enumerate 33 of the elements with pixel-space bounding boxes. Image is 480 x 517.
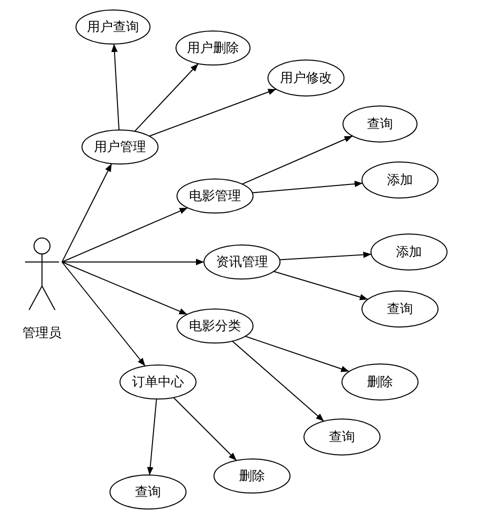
- use-case-ellipse: 查询: [303, 418, 381, 456]
- use-case-ellipse: 添加: [361, 161, 439, 199]
- arrow: [279, 252, 372, 260]
- arrow: [62, 207, 188, 262]
- use-case-ellipse: 查询: [109, 474, 187, 510]
- actor-label: 管理员: [22, 325, 62, 342]
- use-case-ellipse: 用户删除: [175, 30, 251, 66]
- arrow: [173, 397, 237, 461]
- use-case-ellipse: 用户管理: [81, 129, 159, 165]
- arrow: [147, 398, 157, 476]
- arrow: [273, 270, 368, 300]
- arrow: [111, 44, 120, 130]
- use-case-ellipse: 删除: [213, 458, 291, 494]
- arrow: [62, 262, 188, 315]
- use-case-ellipse: 用户修改: [267, 59, 345, 97]
- arrow: [62, 262, 146, 366]
- arrow: [134, 63, 199, 132]
- arrow: [62, 163, 112, 262]
- arrow: [252, 180, 364, 194]
- use-case-ellipse: 删除: [341, 363, 419, 401]
- arrow: [62, 258, 204, 266]
- use-case-ellipse: 订单中心: [119, 364, 197, 400]
- use-case-ellipse: 电影分类: [176, 308, 254, 344]
- use-case-ellipse: 查询: [342, 105, 418, 143]
- use-case-ellipse: 添加: [370, 233, 448, 271]
- arrow: [242, 136, 353, 185]
- use-case-ellipse: 电影管理: [176, 178, 254, 214]
- arrow: [148, 88, 277, 137]
- arrow: [244, 336, 350, 372]
- use-case-ellipse: 用户查询: [75, 9, 151, 45]
- use-case-ellipse: 资讯管理: [203, 244, 281, 280]
- use-case-ellipse: 查询: [361, 290, 439, 328]
- arrow: [232, 340, 324, 422]
